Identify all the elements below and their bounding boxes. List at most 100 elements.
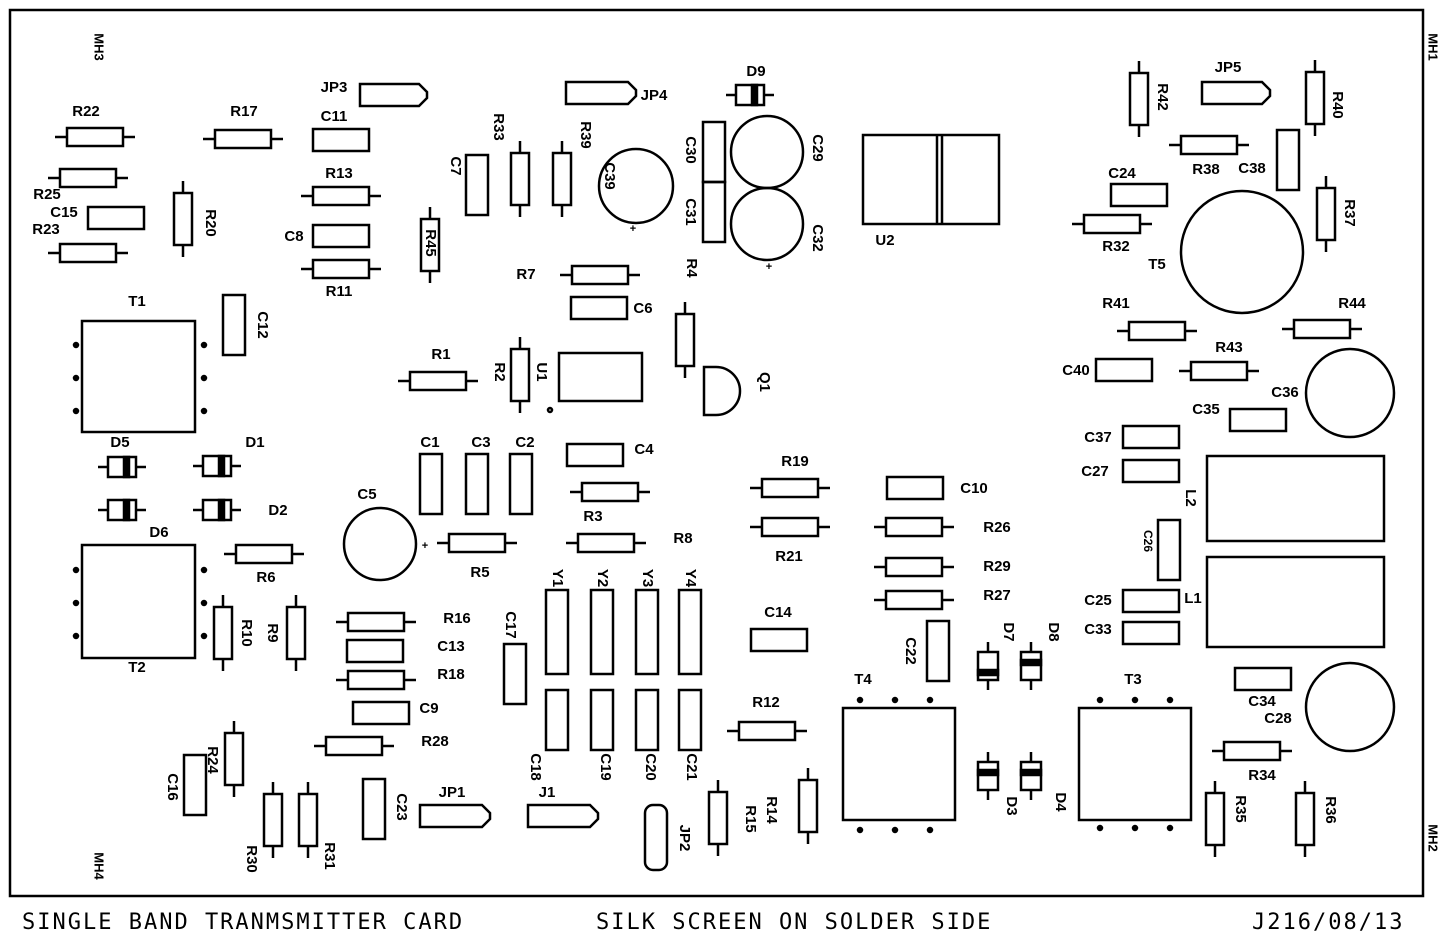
- label-mh4: MH4: [92, 852, 107, 880]
- label-r10: R10: [238, 619, 255, 647]
- label-r5: R5: [470, 564, 489, 581]
- label-t2: T2: [128, 659, 146, 676]
- label-l2: L2: [1182, 489, 1199, 507]
- pin: [200, 374, 208, 382]
- cathode-band: [1019, 768, 1043, 777]
- label-c7: C7: [447, 156, 464, 175]
- label-r1: R1: [431, 346, 450, 363]
- transformer-t1: [80, 319, 197, 434]
- label-jp3: JP3: [321, 79, 348, 96]
- crystal-y4: [677, 588, 703, 676]
- jumper-jp2: [643, 803, 669, 872]
- diode-d6: [106, 498, 138, 522]
- capacitor-c27: [1121, 458, 1181, 484]
- label-c27: C27: [1081, 463, 1109, 480]
- label-d6: D6: [149, 524, 168, 541]
- capacitor-c3: [464, 452, 490, 516]
- capacitor-c30: [701, 120, 727, 184]
- label-r19: R19: [781, 453, 809, 470]
- resistor-r13: [311, 185, 371, 207]
- label-c19: C19: [597, 753, 614, 781]
- capacitor-c7: [464, 153, 490, 217]
- label-c2: C2: [515, 434, 534, 451]
- electrolytic-c28: [1304, 661, 1396, 753]
- electrolytic-c36: [1304, 347, 1396, 439]
- jumper-jp3: [358, 82, 429, 108]
- pin: [891, 696, 899, 704]
- label-r33: R33: [490, 113, 507, 141]
- label-y3: Y3: [639, 569, 656, 587]
- resistor-r18: [346, 669, 406, 691]
- label-u1: U1: [533, 362, 550, 381]
- label-r6: R6: [256, 569, 275, 586]
- resistor-r17: [213, 128, 273, 150]
- cathode-band: [122, 498, 131, 522]
- label-c4: C4: [634, 441, 654, 458]
- label-c22: C22: [902, 637, 919, 665]
- label-r8: R8: [673, 530, 692, 547]
- capacitor-c31: [701, 180, 727, 244]
- drawing-number: J216/08/13: [1252, 910, 1405, 935]
- board-outline: [8, 8, 1425, 898]
- label-jp1: JP1: [439, 784, 466, 801]
- resistor-r35: [1204, 791, 1226, 847]
- label-jp2: JP2: [676, 825, 693, 852]
- capacitor-c19: [589, 688, 615, 752]
- label-l1: L1: [1184, 590, 1202, 607]
- label-r30: R30: [243, 845, 260, 873]
- label-r38: R38: [1192, 161, 1220, 178]
- label-r24: R24: [204, 746, 221, 774]
- resistor-r33: [509, 151, 531, 207]
- cathode-band: [750, 83, 759, 107]
- label-c3: C3: [471, 434, 490, 451]
- pin: [200, 341, 208, 349]
- label-d1: D1: [245, 434, 264, 451]
- pin: [72, 599, 80, 607]
- label-r27: R27: [983, 587, 1011, 604]
- label-c14: C14: [764, 604, 792, 621]
- label-r39: R39: [577, 121, 594, 149]
- label-r23: R23: [32, 221, 60, 238]
- label-t4: T4: [854, 671, 872, 688]
- capacitor-c35: [1228, 407, 1288, 433]
- diode-d2: [201, 498, 233, 522]
- label-jp4: JP4: [641, 87, 668, 104]
- label-c26: C26: [1141, 530, 1155, 552]
- pin: [72, 374, 80, 382]
- capacitor-c33: [1121, 620, 1181, 646]
- label-c20: C20: [642, 753, 659, 781]
- label-r34: R34: [1248, 767, 1276, 784]
- resistor-r36: [1294, 791, 1316, 847]
- resistor-r11: [311, 258, 371, 280]
- resistor-r23: [58, 242, 118, 264]
- label-r26: R26: [983, 519, 1011, 536]
- pin: [72, 632, 80, 640]
- resistor-r12: [737, 720, 797, 742]
- label-r44: R44: [1338, 295, 1366, 312]
- label-t5: T5: [1148, 256, 1166, 273]
- diode-d1: [201, 454, 233, 478]
- resistor-r20: [172, 191, 194, 247]
- label-r25: R25: [33, 186, 61, 203]
- capacitor-c4: [565, 442, 625, 468]
- label-r11: R11: [326, 283, 353, 300]
- label-c25: C25: [1084, 592, 1112, 609]
- ic-u1: [557, 351, 644, 403]
- resistor-r16: [346, 611, 406, 633]
- electrolytic-c39: [597, 147, 675, 225]
- resistor-r41: [1127, 320, 1187, 342]
- resistor-r8: [576, 532, 636, 554]
- label-d2: D2: [268, 502, 287, 519]
- silkscreen-note: SILK SCREEN ON SOLDER SIDE: [596, 910, 993, 935]
- crystal-y3: [634, 588, 660, 676]
- label-r7: R7: [516, 266, 535, 283]
- label-c29: C29: [809, 134, 826, 162]
- resistor-r15: [707, 790, 729, 846]
- label-r22: R22: [72, 103, 100, 120]
- pin: [1096, 696, 1104, 704]
- capacitor-c8: [311, 223, 371, 249]
- resistor-r42: [1128, 71, 1150, 127]
- label-c31: C31: [682, 198, 699, 226]
- label-t1: T1: [128, 293, 146, 310]
- resistor-r19: [760, 477, 820, 499]
